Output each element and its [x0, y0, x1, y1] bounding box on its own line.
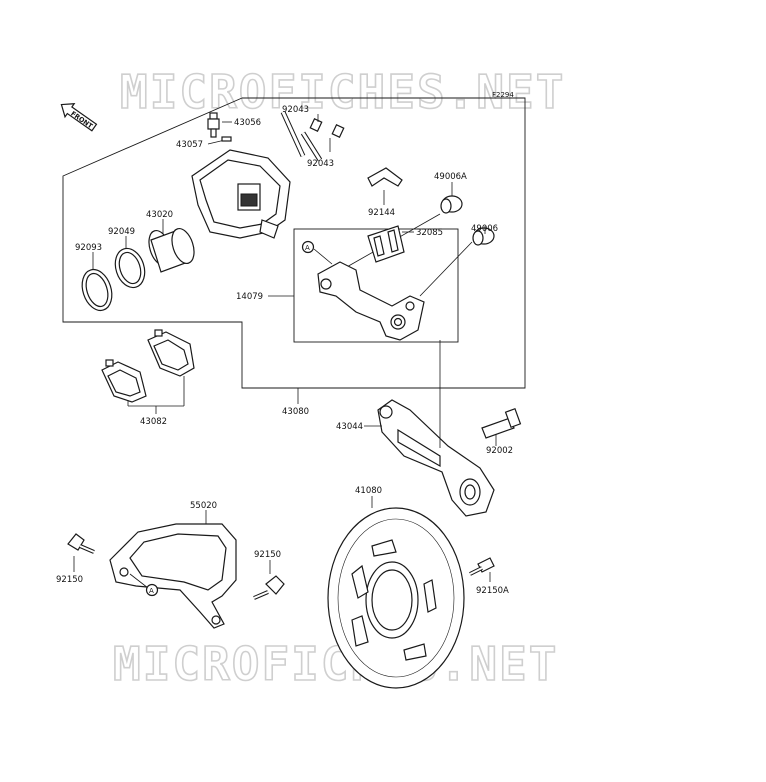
- caliper-mount-bracket-icon: [377, 399, 495, 517]
- bolt-icon: [481, 408, 522, 439]
- caliper-assembly-frame: [62, 97, 526, 389]
- guard-bolt-icon: [67, 533, 95, 554]
- label-92093: 92093: [75, 243, 102, 253]
- caliper-body-icon: [191, 149, 291, 239]
- callout-a-icon-2: [145, 583, 159, 597]
- watermark-bottom: MICROFICHES.NET: [113, 637, 558, 691]
- label-92043-top: 92043: [282, 105, 309, 115]
- boot-icon-2: [472, 227, 495, 246]
- label-43057: 43057: [176, 140, 203, 150]
- label-43044: 43044: [336, 422, 363, 432]
- brake-pad-icon: [101, 359, 147, 403]
- brake-disc-icon: [327, 507, 465, 689]
- label-92002: 92002: [486, 446, 513, 456]
- piston-seal-icon: [114, 247, 146, 289]
- label-43056: 43056: [234, 118, 261, 128]
- dust-seal-icon: [81, 268, 113, 312]
- brake-pad-icon-2: [147, 329, 195, 377]
- pin-icon-2: [300, 123, 345, 162]
- front-direction-icon: FRONT: [60, 103, 98, 132]
- label-92150A: 92150A: [476, 586, 509, 596]
- watermark-top: MICROFICHES.NET: [120, 65, 565, 119]
- pad-spring-icon: [367, 167, 403, 187]
- bleeder-valve-icon: [207, 112, 220, 138]
- label-92049: 92049: [108, 227, 135, 237]
- label-32085: 32085: [416, 228, 443, 238]
- label-49006A: 49006A: [434, 172, 467, 182]
- guard-bolt-icon-2: [253, 575, 285, 600]
- caliper-guard-icon: [109, 523, 237, 629]
- label-43080: 43080: [282, 407, 309, 417]
- bleeder-cap-icon: [221, 136, 232, 142]
- label-92043-bottom: 92043: [307, 159, 334, 169]
- caliper-bracket-icon: [317, 261, 425, 341]
- disc-bolt-icon: [469, 557, 495, 576]
- label-43020: 43020: [146, 210, 173, 220]
- label-49006: 49006: [471, 224, 498, 234]
- callout-a-label-2: A: [149, 587, 154, 595]
- pin-icon: [280, 110, 323, 158]
- label-92150-left: 92150: [56, 575, 83, 585]
- label-55020: 55020: [190, 501, 217, 511]
- figure-code: F2294: [492, 91, 514, 99]
- label-92150-right: 92150: [254, 550, 281, 560]
- piston-icon: [148, 228, 195, 273]
- label-92144: 92144: [368, 208, 395, 218]
- label-41080: 41080: [355, 486, 382, 496]
- pad-spring-plate-icon: [367, 225, 405, 263]
- callout-a-icon: [301, 240, 315, 254]
- label-14079: 14079: [236, 292, 263, 302]
- callout-a-label: A: [305, 244, 310, 252]
- boot-icon: [440, 195, 463, 214]
- label-43082: 43082: [140, 417, 167, 427]
- bracket-subframe: [293, 228, 459, 343]
